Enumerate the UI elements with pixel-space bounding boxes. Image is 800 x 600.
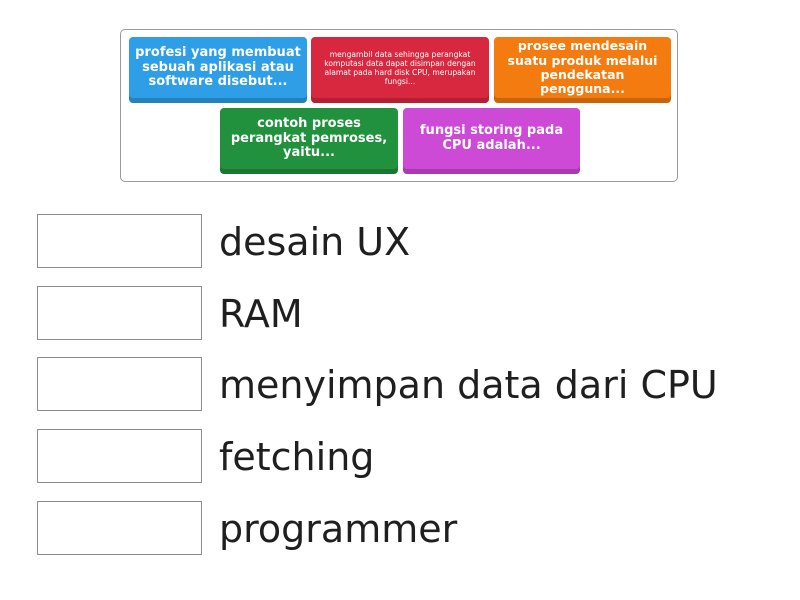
answer-label: menyimpan data dari CPU [219, 363, 718, 407]
drag-card-mengambil-data[interactable]: mengambil data sehingga perangkat komput… [311, 37, 489, 103]
drop-slot[interactable] [37, 214, 202, 268]
drag-card-fungsi-storing[interactable]: fungsi storing pada CPU adalah... [403, 108, 580, 174]
card-text: fungsi storing pada CPU adalah... [419, 123, 564, 153]
answer-label: RAM [219, 292, 303, 336]
answer-row: fetching [37, 429, 797, 485]
answer-label: desain UX [219, 220, 411, 264]
card-text: prosee mendesain suatu produk melalui pe… [507, 38, 658, 97]
answer-row: desain UX [37, 214, 797, 270]
drop-slot[interactable] [37, 501, 202, 555]
drag-card-proses-mendesain[interactable]: prosee mendesain suatu produk melalui pe… [494, 37, 671, 103]
answer-row: RAM [37, 286, 797, 342]
drag-card-profesi[interactable]: profesi yang membuat sebuah aplikasi ata… [129, 37, 307, 103]
answer-row: menyimpan data dari CPU [37, 357, 797, 413]
answer-label: programmer [219, 507, 458, 551]
card-text: profesi yang membuat sebuah aplikasi ata… [135, 44, 301, 90]
answer-label: fetching [219, 435, 375, 479]
card-text: contoh proses perangkat pemroses, yaitu.… [230, 115, 388, 161]
drop-slot[interactable] [37, 286, 202, 340]
drag-card-contoh-proses[interactable]: contoh proses perangkat pemroses, yaitu.… [220, 108, 398, 174]
card-text: mengambil data sehingga perangkat komput… [324, 49, 476, 87]
drop-slot[interactable] [37, 429, 202, 483]
drop-slot[interactable] [37, 357, 202, 411]
answer-row: programmer [37, 501, 797, 557]
